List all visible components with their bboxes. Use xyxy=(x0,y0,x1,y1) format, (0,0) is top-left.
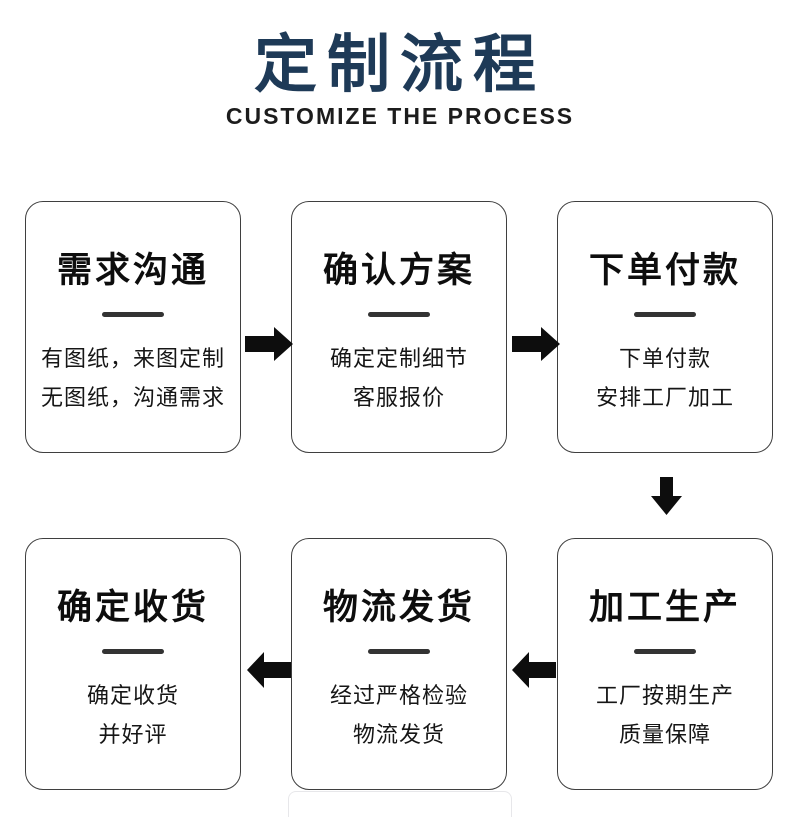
step-description-line: 安排工厂加工 xyxy=(595,384,734,410)
arrow-left-icon xyxy=(247,652,291,688)
step-description-line: 确定收货 xyxy=(86,683,179,708)
next-section-top-edge xyxy=(288,791,512,817)
title-underline xyxy=(102,312,164,317)
step-title: 物流发货 xyxy=(322,588,475,627)
step-card-processing-production: 加工生产 工厂按期生产 质量保障 xyxy=(557,538,773,790)
arrow-right-icon xyxy=(245,327,293,361)
step-card-confirm-receipt: 确定收货 确定收货 并好评 xyxy=(25,538,241,790)
arrow-down-icon xyxy=(651,477,682,515)
step-description-line: 并好评 xyxy=(98,721,168,747)
step-card-logistics-shipping: 物流发货 经过严格检验 物流发货 xyxy=(291,538,507,790)
step-title: 下单付款 xyxy=(588,251,741,290)
step-title: 确认方案 xyxy=(322,251,475,290)
title-underline xyxy=(368,649,430,654)
page-title: 定制流程 xyxy=(254,30,546,100)
step-title: 加工生产 xyxy=(588,588,741,627)
title-underline xyxy=(368,312,430,317)
step-description-line: 质量保障 xyxy=(618,721,711,747)
title-underline xyxy=(634,649,696,654)
step-description-line: 客服报价 xyxy=(352,384,445,410)
step-description-line: 确定定制细节 xyxy=(329,346,468,371)
page-subtitle: CUSTOMIZE THE PROCESS xyxy=(225,103,575,129)
step-card-requirement-communication: 需求沟通 有图纸，来图定制 无图纸，沟通需求 xyxy=(25,201,241,453)
step-description-line: 无图纸，沟通需求 xyxy=(40,384,225,410)
step-description-line: 下单付款 xyxy=(618,346,711,371)
step-card-confirm-plan: 确认方案 确定定制细节 客服报价 xyxy=(291,201,507,453)
arrow-right-icon xyxy=(512,327,560,361)
step-card-order-payment: 下单付款 下单付款 安排工厂加工 xyxy=(557,201,773,453)
step-description-line: 经过严格检验 xyxy=(329,683,468,708)
step-description-line: 物流发货 xyxy=(352,721,445,747)
arrow-left-icon xyxy=(512,652,556,688)
step-description-line: 工厂按期生产 xyxy=(595,683,734,708)
step-title: 确定收货 xyxy=(56,588,209,627)
step-description-line: 有图纸，来图定制 xyxy=(40,346,225,371)
step-title: 需求沟通 xyxy=(56,251,209,290)
title-underline xyxy=(102,649,164,654)
title-underline xyxy=(634,312,696,317)
